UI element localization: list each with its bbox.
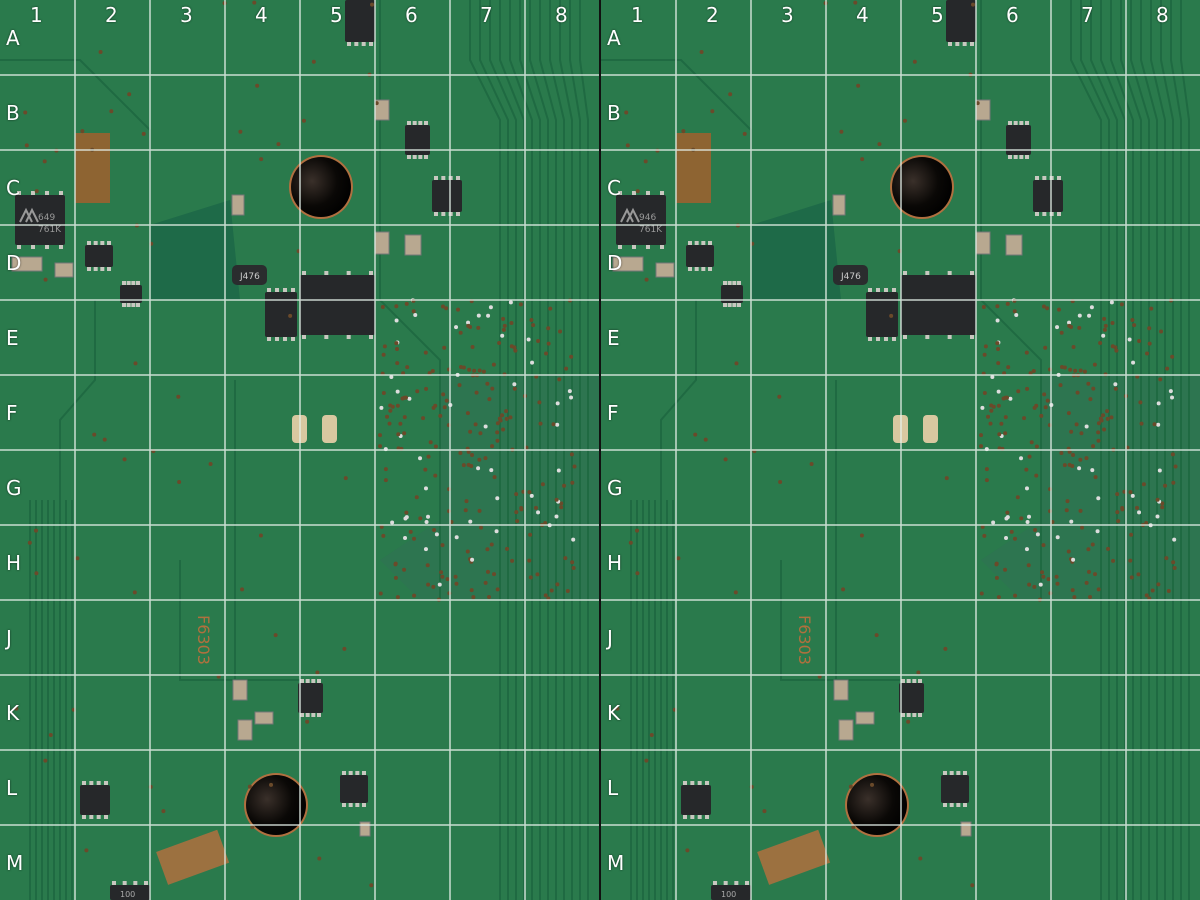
grid-column-label: 2 <box>105 3 118 27</box>
grid-column-label: 6 <box>1006 3 1019 27</box>
mounting-hole <box>246 775 306 835</box>
ic-marking-line2: 761K <box>38 225 62 235</box>
ic-chip <box>941 775 969 803</box>
ic-chip <box>110 885 150 900</box>
grid-row-label: D <box>607 251 623 275</box>
grid-row-label: E <box>6 326 19 350</box>
ic-chip <box>298 683 323 713</box>
ic-chip <box>686 245 714 267</box>
ic-chip <box>681 785 711 815</box>
grid-row-label: C <box>6 176 20 200</box>
grid-column-label: 5 <box>330 3 343 27</box>
grid-row-label: L <box>607 776 619 800</box>
grid-row-label: B <box>607 101 621 125</box>
grid-row-label: C <box>607 176 621 200</box>
ic-chip <box>15 195 65 245</box>
grid-row-label: H <box>607 551 623 575</box>
grid-row-label: F <box>607 401 619 425</box>
ic-chip <box>616 195 666 245</box>
grid-row-label: K <box>607 701 621 725</box>
ic-chip <box>866 292 898 337</box>
mounting-hole <box>847 775 907 835</box>
ic-marking-line1: 649 <box>38 213 55 223</box>
grid-column-label: 4 <box>255 3 268 27</box>
grid-column-label: 1 <box>631 3 644 27</box>
grid-row-label: G <box>607 476 623 500</box>
ic-chip <box>899 683 924 713</box>
silkscreen-label: F6303 <box>795 615 814 665</box>
ic-chip <box>711 885 751 900</box>
part-marking: 100 <box>721 890 736 899</box>
ic-chip <box>80 785 110 815</box>
grid-column-label: 8 <box>1156 3 1169 27</box>
ic-marking-line2: 761K <box>639 225 663 235</box>
ic-chip <box>946 0 976 42</box>
grid-column-label: 3 <box>180 3 193 27</box>
grid-column-label: 3 <box>781 3 794 27</box>
grid-row-label: K <box>6 701 20 725</box>
grid-row-label: L <box>6 776 18 800</box>
mounting-hole <box>291 157 351 217</box>
grid-row-label: H <box>6 551 22 575</box>
ic-chip <box>300 275 375 335</box>
grid-column-label: 6 <box>405 3 418 27</box>
grid-row-label: G <box>6 476 22 500</box>
ic-marking-line1: 946 <box>639 213 656 223</box>
grid-row-label: M <box>6 851 24 875</box>
grid-row-label: A <box>607 26 621 50</box>
panel-divider <box>599 0 601 900</box>
inductor-marking: J476 <box>840 272 861 282</box>
grid-column-label: 4 <box>856 3 869 27</box>
ic-chip <box>405 125 430 155</box>
grid-column-label: 1 <box>30 3 43 27</box>
ic-chip <box>85 245 113 267</box>
ic-chip <box>120 285 142 303</box>
grid-column-label: 7 <box>1081 3 1094 27</box>
ic-chip <box>345 0 375 42</box>
ic-chip <box>901 275 976 335</box>
grid-row-label: J <box>607 626 613 650</box>
ic-chip <box>265 292 297 337</box>
grid-column-label: 2 <box>706 3 719 27</box>
grid-row-label: F <box>6 401 18 425</box>
grid-column-label: 7 <box>480 3 493 27</box>
grid-row-label: M <box>607 851 625 875</box>
grid-column-label: 8 <box>555 3 568 27</box>
grid-row-label: J <box>6 626 12 650</box>
ic-chip <box>340 775 368 803</box>
grid-row-label: B <box>6 101 20 125</box>
grid-row-label: E <box>607 326 620 350</box>
inductor-marking: J476 <box>239 272 260 282</box>
ic-chip <box>432 180 462 212</box>
ic-chip <box>1006 125 1031 155</box>
grid-row-label: A <box>6 26 20 50</box>
part-marking: 100 <box>120 890 135 899</box>
grid-column-label: 5 <box>931 3 944 27</box>
ic-chip <box>721 285 743 303</box>
silkscreen-label: F6303 <box>194 615 213 665</box>
grid-row-label: D <box>6 251 22 275</box>
ic-chip <box>1033 180 1063 212</box>
mounting-hole <box>892 157 952 217</box>
